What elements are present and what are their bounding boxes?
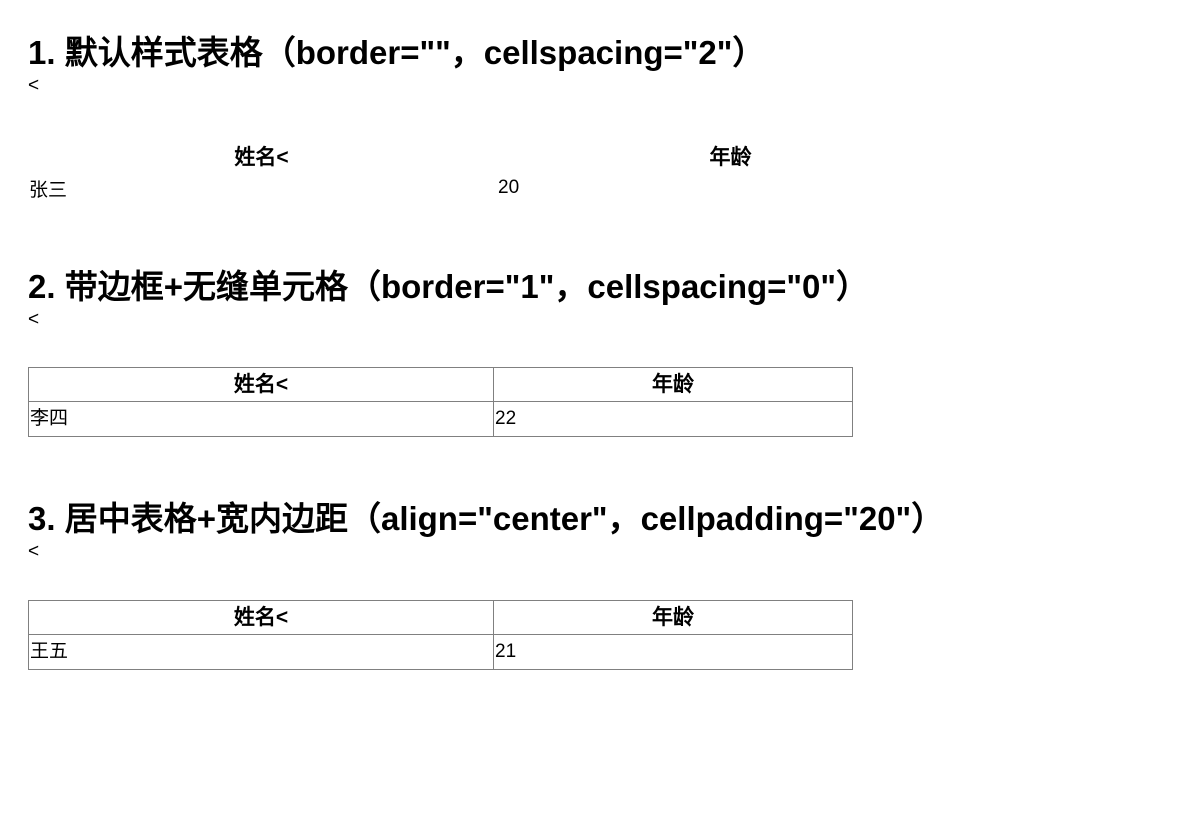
- section-default-table: 1. 默认样式表格（border=""，cellspacing="2"） < 姓…: [28, 0, 1151, 205]
- table-cell-age: 20: [498, 177, 520, 199]
- section-heading-2: 2. 带边框+无缝单元格（border="1"，cellspacing="0"）: [28, 267, 870, 305]
- table-header-cell-name: 姓名<: [28, 367, 494, 403]
- table-header-cell-name: 姓名<: [234, 145, 289, 169]
- section-bordered-table: 2. 带边框+无缝单元格（border="1"，cellspacing="0"）…: [28, 205, 1151, 438]
- table-cell-age: 22: [493, 401, 853, 438]
- table-header-row: 姓名< 年龄: [28, 367, 853, 403]
- section-heading-1: 1. 默认样式表格（border=""，cellspacing="2"）: [28, 34, 766, 71]
- table-header-cell-age: 年龄: [493, 367, 853, 403]
- table-header-cell-age: 年龄: [493, 600, 853, 636]
- section-centered-table: 3. 居中表格+宽内边距（align="center"，cellpadding=…: [28, 437, 1151, 671]
- stray-text-3: <: [28, 541, 40, 563]
- table-header-row: 姓名< 年龄: [28, 600, 853, 636]
- table-default-style: 姓名< 年龄 张三 20: [26, 138, 966, 205]
- table-header-cell-age: 年龄: [709, 145, 752, 169]
- table-header-cell-name: 姓名<: [28, 600, 494, 636]
- table-centered-padded: 姓名< 年龄 王五 21: [28, 600, 853, 671]
- table-cell-name: 李四: [28, 401, 494, 438]
- stray-text-2: <: [28, 308, 40, 330]
- stray-text-1: <: [28, 74, 40, 96]
- table-row: 王五 21: [28, 634, 853, 671]
- table-bordered-collapsed: 姓名< 年龄 李四 22: [28, 367, 853, 438]
- table-cell-name: 王五: [28, 634, 494, 671]
- table-header-row: 姓名< 年龄: [28, 140, 964, 172]
- section-heading-3: 3. 居中表格+宽内边距（align="center"，cellpadding=…: [28, 500, 945, 538]
- table-row: 李四 22: [28, 401, 853, 438]
- table-cell-name: 张三: [29, 179, 68, 201]
- table-cell-age: 21: [493, 634, 853, 671]
- table-row: 张三 20: [28, 174, 964, 203]
